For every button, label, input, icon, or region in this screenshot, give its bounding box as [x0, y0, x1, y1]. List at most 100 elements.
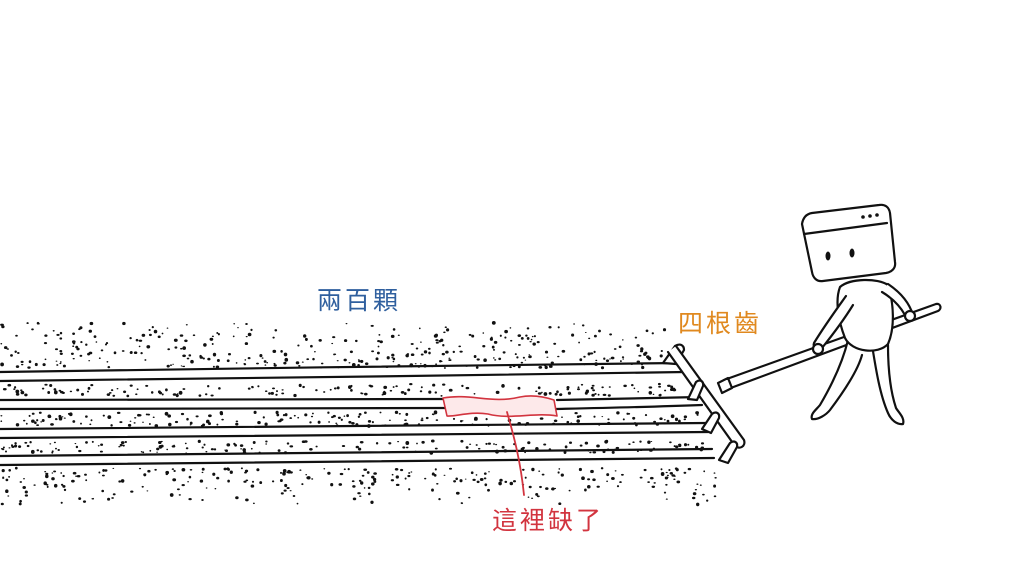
seed-dot: [336, 360, 339, 362]
seed-dot: [133, 422, 136, 424]
seed-dot: [166, 327, 169, 329]
seed-dot: [286, 442, 290, 445]
seed-dot: [601, 416, 604, 418]
seed-dot: [444, 326, 447, 329]
seed-dot: [87, 386, 91, 390]
seed-dot: [418, 327, 421, 330]
seed-dot: [645, 329, 649, 333]
seed-dot: [72, 332, 76, 336]
seed-dot: [44, 334, 48, 337]
seed-dot: [140, 352, 143, 355]
seed-dot: [58, 414, 62, 418]
seed-dot: [110, 389, 114, 392]
seed-dot: [57, 449, 60, 451]
seed-dot: [242, 448, 246, 452]
seed-dot: [40, 421, 43, 423]
seed-dot: [130, 490, 134, 493]
seed-dot: [275, 393, 278, 396]
seed-dot: [489, 337, 493, 341]
seed-dot: [13, 388, 16, 390]
seed-dot: [23, 419, 26, 422]
seed-dot: [660, 350, 663, 352]
seed-dot: [566, 420, 570, 424]
character-front-hand: [903, 309, 917, 323]
seed-dot: [332, 336, 336, 339]
seed-dot: [272, 387, 275, 390]
seed-dot: [257, 385, 260, 388]
seed-dot: [148, 423, 151, 425]
seed-dot: [174, 346, 178, 349]
seed-dot: [210, 448, 214, 451]
seed-dot: [434, 333, 438, 338]
seed-dot: [394, 410, 399, 414]
seed-dot: [357, 492, 361, 495]
seed-dot: [251, 480, 255, 483]
seed-dot: [44, 383, 48, 386]
seed-dot: [112, 467, 115, 469]
seed-dot: [589, 352, 594, 355]
seed-dot: [127, 423, 132, 427]
seed-dot: [461, 420, 464, 422]
seed-dot: [5, 478, 9, 482]
seed-dot: [239, 444, 244, 447]
seed-dot: [610, 356, 615, 360]
seed-dot: [166, 448, 169, 451]
seed-dot: [464, 478, 467, 480]
seed-dot: [0, 415, 3, 417]
seed-dot: [706, 499, 709, 502]
seed-dot: [314, 351, 316, 353]
seed-dot: [567, 391, 571, 395]
seed-dot: [443, 367, 446, 369]
seed-dot: [435, 341, 439, 344]
seed-dot: [488, 471, 490, 473]
seed-dot: [495, 390, 500, 395]
seed-dot: [670, 385, 674, 389]
seed-dot: [526, 327, 530, 330]
seed-dot: [310, 415, 314, 418]
seed-dot: [557, 355, 560, 358]
seed-dot: [88, 329, 93, 333]
seed-dot: [535, 390, 538, 393]
seed-dot: [67, 412, 71, 415]
seed-dot: [124, 440, 128, 444]
seed-dot: [36, 419, 39, 422]
seed-dot: [45, 472, 49, 476]
seed-dot: [548, 365, 553, 368]
seed-dot: [138, 467, 142, 470]
seed-dot: [20, 389, 23, 392]
seed-dot: [458, 345, 462, 348]
missing-note-label: 這裡缺了: [492, 506, 605, 535]
seed-dot: [2, 446, 5, 449]
seed-dot: [202, 423, 206, 427]
seed-dot: [54, 418, 58, 421]
seed-dot: [443, 474, 446, 476]
seed-dot: [525, 334, 528, 337]
seed-dot: [657, 382, 661, 386]
seed-dot: [683, 415, 688, 419]
seed-dot: [229, 470, 233, 474]
seed-dot: [243, 362, 246, 365]
seed-dot: [306, 476, 311, 480]
seed-dot: [266, 362, 269, 364]
seed-dot: [669, 471, 674, 475]
seed-dot: [538, 470, 541, 472]
seed-dot: [185, 324, 188, 326]
seed-dot: [465, 446, 469, 449]
seed-dot: [180, 347, 183, 350]
seed-dot: [174, 420, 179, 424]
seed-dot: [14, 442, 17, 445]
seed-dot: [432, 383, 436, 387]
seed-dot: [51, 477, 55, 481]
seed-dot: [141, 333, 146, 337]
seed-dot: [433, 410, 438, 415]
seed-dot: [207, 357, 211, 361]
seed-dot: [150, 391, 154, 394]
seed-dot: [431, 488, 434, 492]
seed-dot: [619, 481, 622, 484]
head-titlebar-line: [802, 221, 889, 236]
seed-dot: [499, 478, 503, 482]
seed-dot: [394, 467, 399, 471]
seed-dot: [264, 422, 268, 426]
seed-dot: [181, 467, 186, 472]
seed-dot: [72, 471, 77, 475]
